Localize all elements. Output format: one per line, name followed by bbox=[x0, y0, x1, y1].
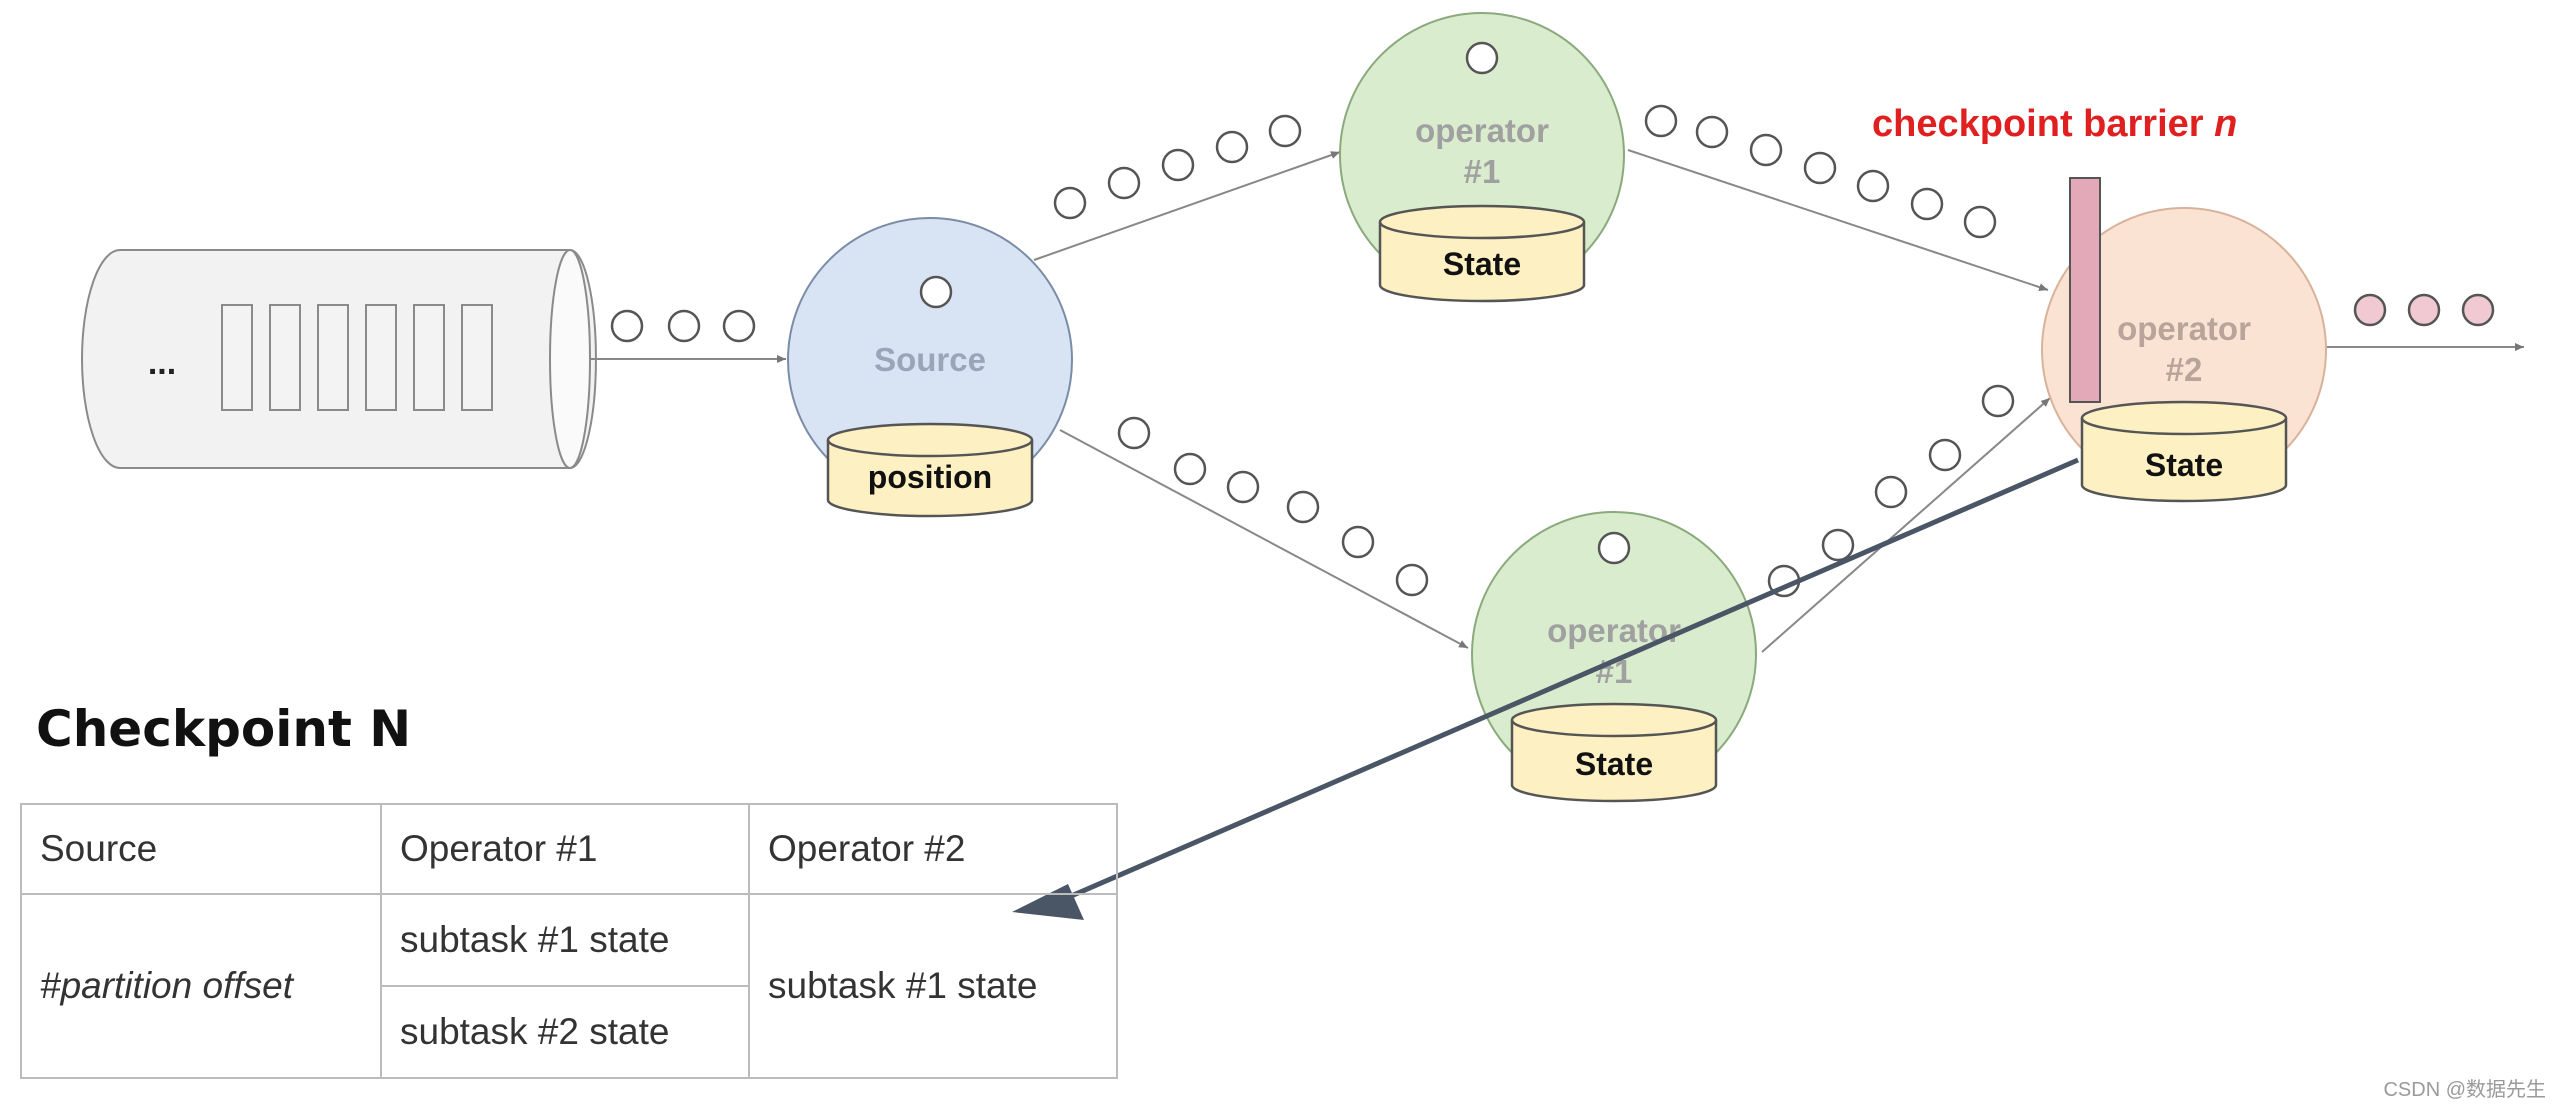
source-state-db: position bbox=[826, 422, 1034, 518]
operator2-label-line2: #2 bbox=[2166, 351, 2203, 388]
operator1-top-node: operator #1 State bbox=[1339, 12, 1625, 303]
header-operator2: Operator #2 bbox=[748, 803, 1118, 895]
source-label: Source bbox=[874, 341, 986, 378]
source-node: Source position bbox=[787, 217, 1073, 518]
checkpoint-table: Source Operator #1 Operator #2 #partitio… bbox=[20, 803, 1118, 1079]
operator1-bottom-node: operator #1 State bbox=[1471, 511, 1757, 803]
input-queue: ... bbox=[81, 249, 597, 469]
operator1-subtask1-state: subtask #1 state bbox=[380, 893, 750, 987]
table-row: #partition offset subtask #1 state subta… bbox=[20, 893, 1118, 1079]
operator1-bottom-state-db: State bbox=[1510, 702, 1718, 803]
queue-ellipsis: ... bbox=[148, 344, 176, 382]
stream-edges bbox=[590, 149, 2524, 653]
checkpoint-table-title: Checkpoint N bbox=[36, 700, 412, 758]
operator1-top-state-label: State bbox=[1443, 246, 1521, 282]
operator1-bottom-label-line1: operator bbox=[1547, 612, 1681, 649]
in-flight-records bbox=[610, 104, 2015, 598]
operator1-top-state-db: State bbox=[1378, 204, 1586, 303]
checkpoint-barrier-label: checkpoint barrier n bbox=[1872, 103, 2237, 145]
source-partition-offset: #partition offset bbox=[20, 893, 382, 1079]
operator1-top-label-line2: #1 bbox=[1464, 153, 1501, 190]
checkpoint-barrier bbox=[2069, 177, 2101, 403]
operator2-subtask1-state: subtask #1 state bbox=[748, 893, 1118, 1079]
table-header-row: Source Operator #1 Operator #2 bbox=[20, 803, 1118, 895]
header-operator1: Operator #1 bbox=[380, 803, 750, 895]
operator2-label-line1: operator bbox=[2117, 310, 2251, 347]
operator2-state-label: State bbox=[2145, 447, 2223, 483]
operator1-top-label-line1: operator bbox=[1415, 112, 1549, 149]
source-state-label: position bbox=[868, 459, 992, 495]
operator2-node: operator #2 State bbox=[2041, 207, 2327, 503]
operator1-bottom-state-label: State bbox=[1575, 746, 1653, 782]
operator2-state-db: State bbox=[2080, 400, 2288, 503]
watermark: CSDN @数据先生 bbox=[2383, 1079, 2546, 1101]
table-row: subtask #2 state bbox=[21, 985, 1117, 1079]
output-records bbox=[2353, 293, 2495, 327]
operator1-subtask2-state: subtask #2 state bbox=[380, 985, 750, 1079]
queue-records bbox=[221, 304, 493, 411]
header-source: Source bbox=[20, 803, 382, 895]
